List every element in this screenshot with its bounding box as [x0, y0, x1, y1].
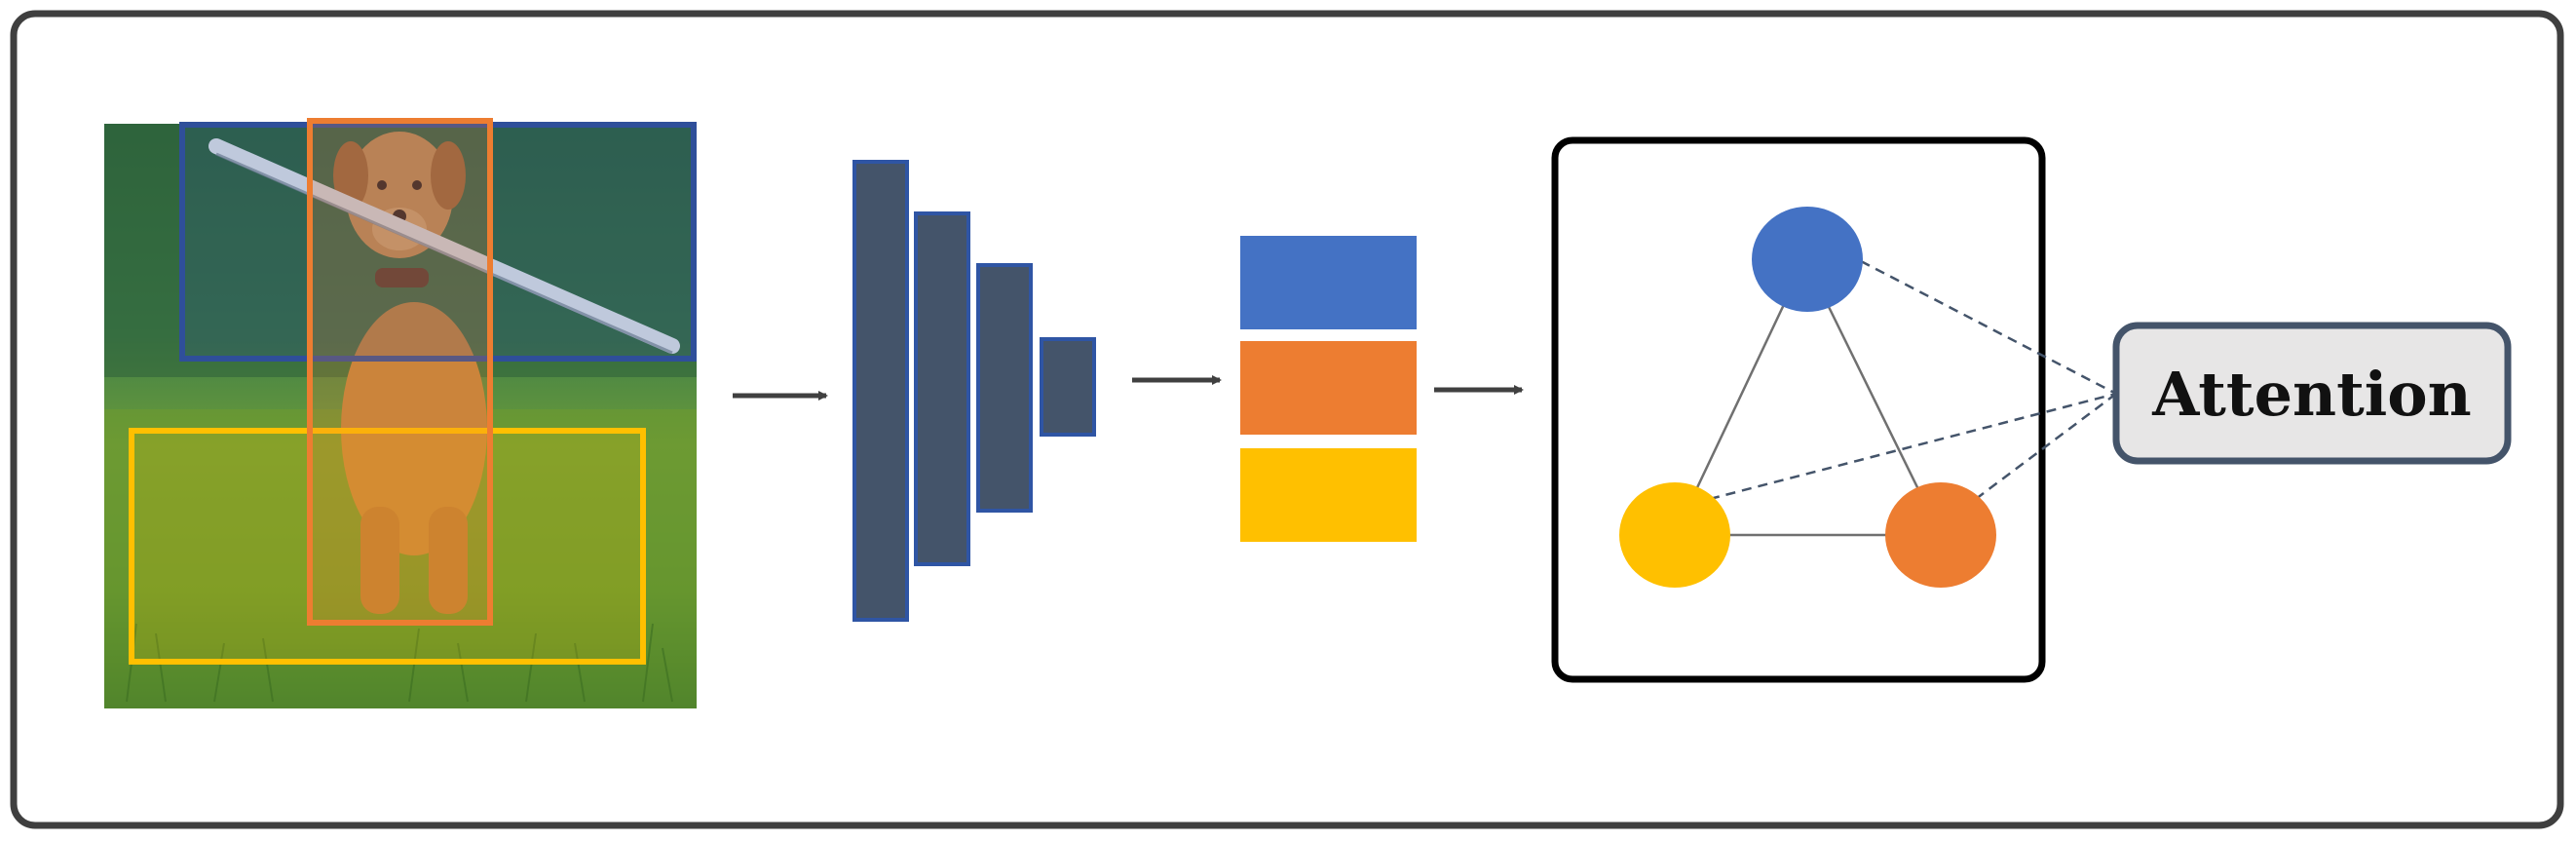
dog-leg-left [360, 507, 399, 614]
dog-figure [333, 132, 487, 614]
stick [208, 138, 680, 354]
attention-link-orange [1975, 393, 2117, 500]
cnn-layer-2 [914, 211, 970, 566]
feature-orange [1240, 341, 1417, 435]
graph-node-orange [1885, 482, 1996, 588]
detection-box-stick [179, 122, 697, 362]
attention-box [2112, 322, 2512, 465]
dog-eye-right [412, 180, 422, 190]
graph-node-yellow [1619, 482, 1730, 588]
feature-yellow [1240, 448, 1417, 542]
feature-blue [1240, 236, 1417, 329]
dog-ear-right [431, 141, 466, 210]
dog-leg-right [429, 507, 468, 614]
cnn-layer-4 [1040, 337, 1096, 437]
dog-eye-left [377, 180, 387, 190]
cnn-layer-1 [852, 160, 909, 622]
cnn-layer-3 [976, 263, 1033, 513]
dog-ear-left [333, 141, 368, 210]
attention-label: Attention [2151, 359, 2471, 430]
attention-link-blue [1860, 259, 2117, 396]
attention-links [1709, 259, 2117, 501]
graph-node-blue [1752, 207, 1863, 312]
stick-shadow [215, 152, 673, 355]
attention-link-yellow [1709, 392, 2117, 501]
feature-vectors [1240, 236, 1417, 542]
detection-box-dog [307, 118, 493, 626]
cnn-backbone [852, 160, 1096, 622]
input-image [104, 118, 697, 708]
dog-collar [375, 268, 429, 287]
